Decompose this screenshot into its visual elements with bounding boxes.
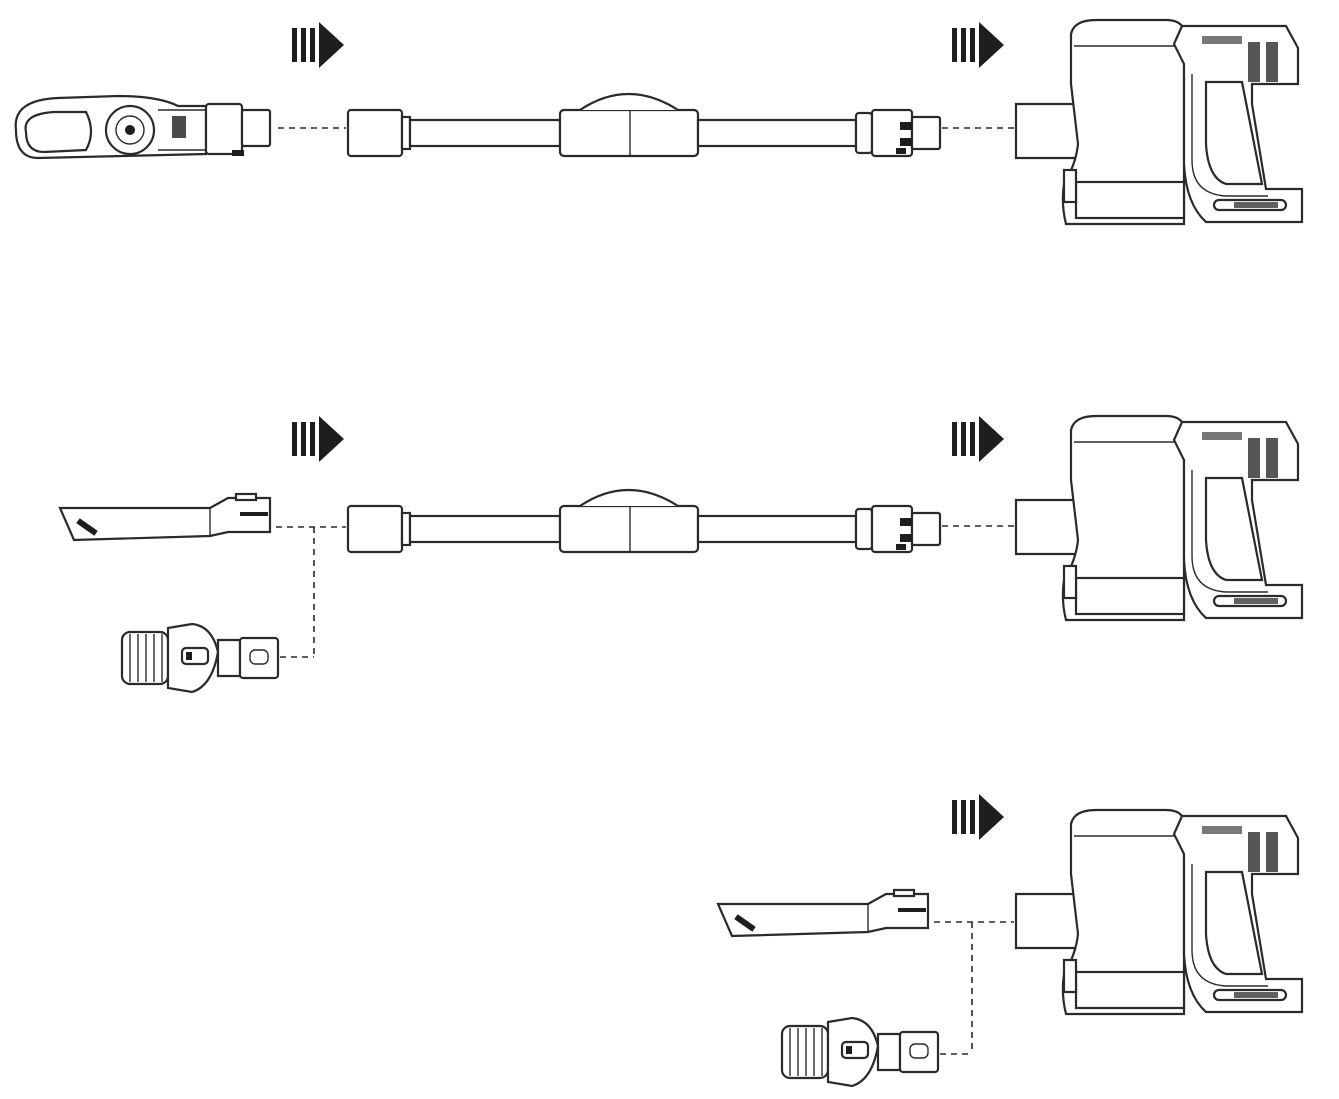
insert-arrow-icon bbox=[292, 416, 344, 462]
step-1 bbox=[14, 18, 1304, 226]
step-2 bbox=[58, 414, 1304, 694]
vacuum-main-unit bbox=[1014, 18, 1304, 226]
floor-brush bbox=[14, 94, 272, 160]
dusting-brush bbox=[120, 622, 280, 694]
insert-arrow-icon bbox=[292, 22, 344, 68]
extension-tube bbox=[346, 488, 942, 554]
crevice-tool bbox=[716, 888, 930, 938]
insert-arrow-icon bbox=[952, 22, 1004, 68]
dusting-brush bbox=[780, 1016, 940, 1088]
extension-tube bbox=[346, 92, 942, 158]
crevice-tool bbox=[58, 492, 272, 542]
insert-arrow-icon bbox=[952, 794, 1004, 840]
insert-arrow-icon bbox=[952, 416, 1004, 462]
step-3 bbox=[716, 794, 1304, 1088]
vacuum-main-unit bbox=[1014, 414, 1304, 622]
vacuum-main-unit bbox=[1014, 808, 1304, 1016]
